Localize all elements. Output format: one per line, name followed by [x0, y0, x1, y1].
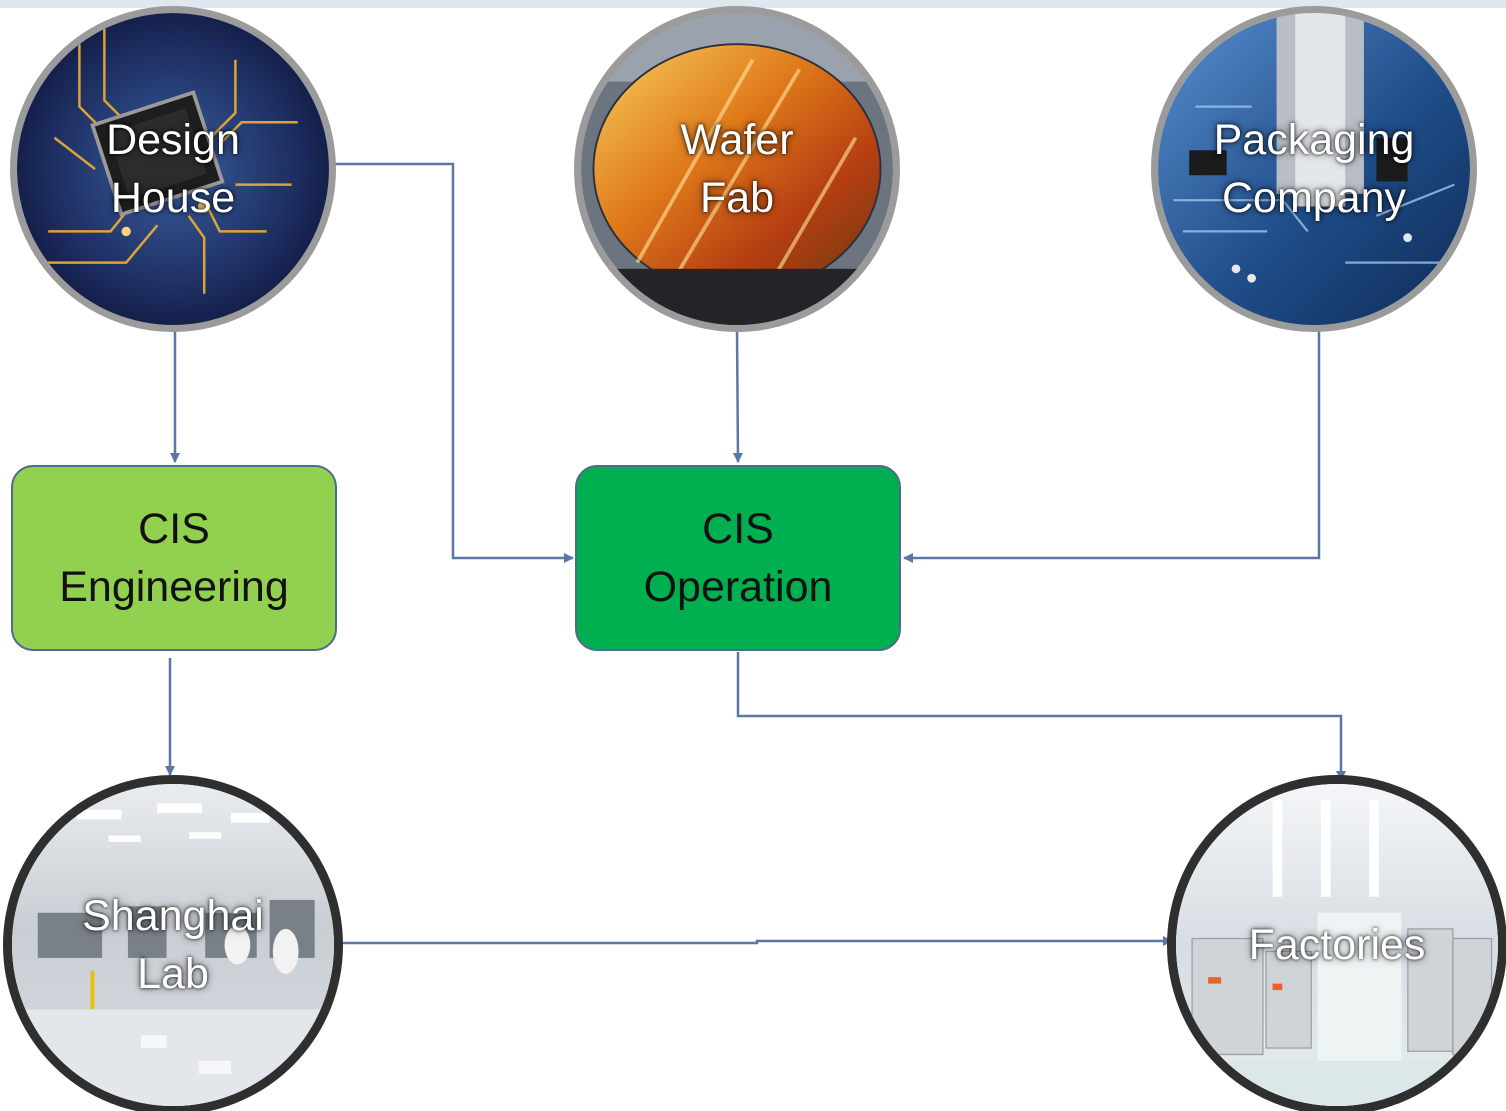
wafer-fab-label: Wafer Fab [581, 13, 893, 325]
cis-operation-line2: Operation [643, 563, 833, 611]
cis-engineering-box: CIS Engineering [11, 465, 337, 651]
silicon-wafer-photo [581, 13, 893, 325]
packaging-company-label: Packaging Company [1158, 13, 1470, 325]
circuit-board-photo [1158, 13, 1470, 325]
edge-design-to-operation [333, 162, 574, 563]
edge-operation-to-factories [736, 652, 1346, 781]
packaging-company-node: Packaging Company [1151, 6, 1477, 332]
factories-line1: Factories [1248, 920, 1426, 969]
design-house-line2: House [110, 174, 236, 222]
shanghai-lab-line2: Lab [137, 950, 209, 998]
wafer-fab-line1: Wafer [680, 115, 794, 164]
packaging-company-line1: Packaging [1213, 115, 1415, 164]
design-house-label: Design House [17, 13, 329, 325]
edge-lab-to-factories [340, 936, 1173, 946]
wafer-fab-line2: Fab [699, 174, 775, 222]
cleanroom-lab-photo [12, 784, 334, 1106]
factories-node: Factories [1167, 775, 1506, 1111]
top-strip [0, 0, 1506, 8]
design-house-line1: Design [106, 115, 240, 164]
factories-label: Factories [1176, 784, 1498, 1106]
cis-operation-box: CIS Operation [575, 465, 901, 651]
factory-floor-photo [1176, 784, 1498, 1106]
edge-wafer-to-operation [732, 327, 743, 463]
edge-packaging-to-operation [903, 322, 1321, 563]
shanghai-lab-label: Shanghai Lab [12, 784, 334, 1106]
cis-operation-line1: CIS [702, 504, 774, 553]
shanghai-lab-node: Shanghai Lab [3, 775, 343, 1111]
cis-engineering-line2: Engineering [59, 563, 289, 611]
cis-engineering-line1: CIS [138, 504, 210, 553]
circuit-chip-photo [17, 13, 329, 325]
shanghai-lab-line1: Shanghai [82, 891, 264, 940]
wafer-fab-node: Wafer Fab [574, 6, 900, 332]
design-house-node: Design House [10, 6, 336, 332]
packaging-company-line2: Company [1221, 174, 1407, 222]
